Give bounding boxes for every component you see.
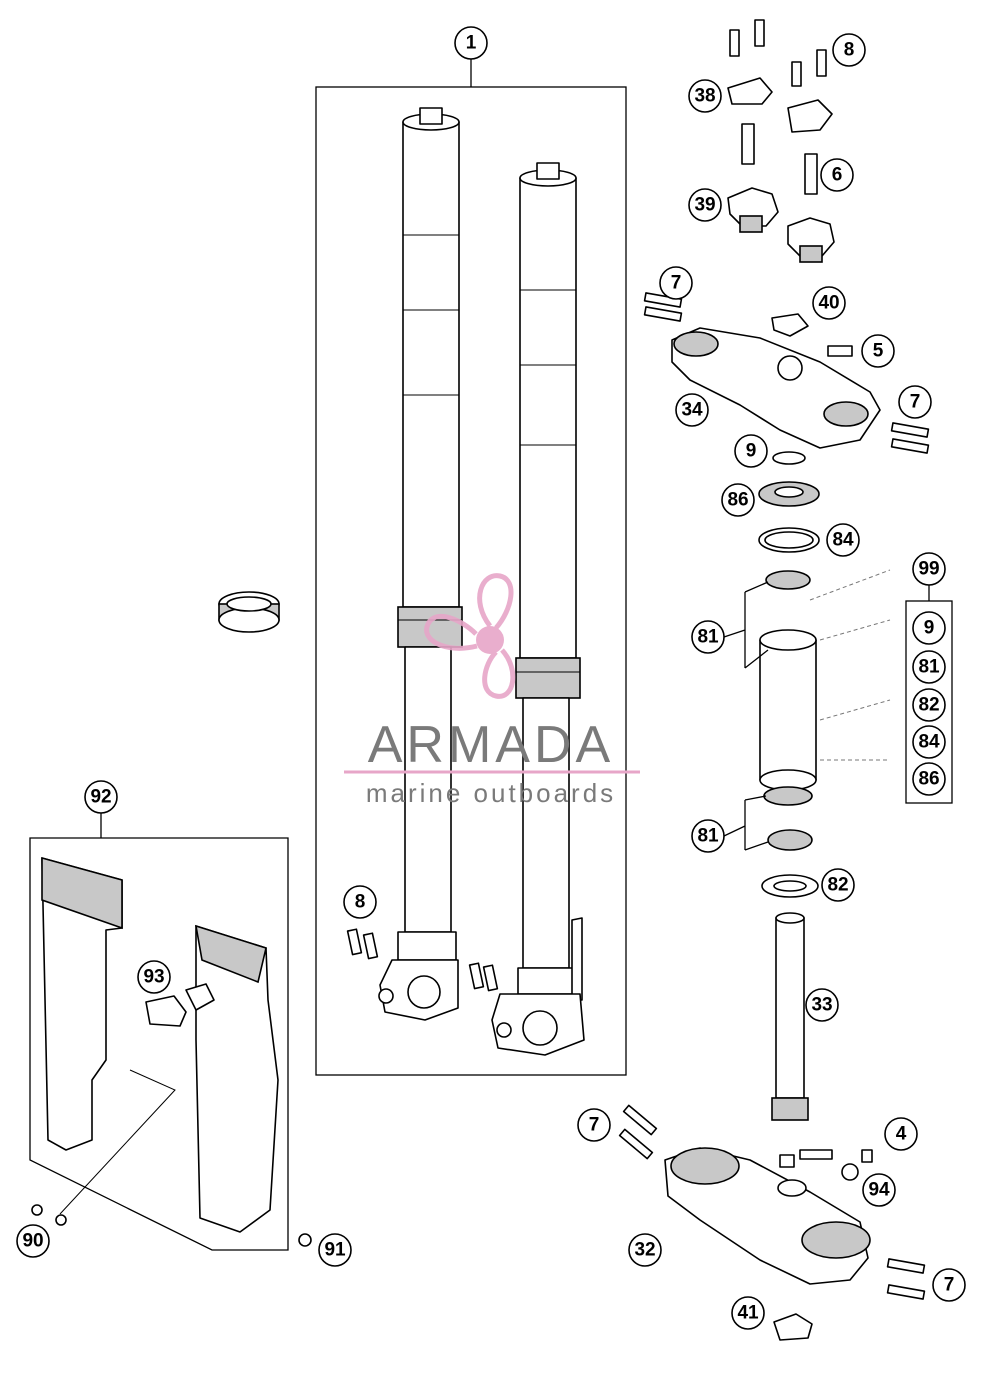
svg-text:86: 86 [727, 490, 748, 511]
callout-93: 93 [137, 960, 171, 994]
svg-text:7: 7 [910, 392, 921, 413]
callout-94: 94 [862, 1173, 896, 1207]
svg-text:82: 82 [918, 695, 939, 716]
fork-assembly-frame [315, 58, 627, 1076]
bearing-seal-stack [758, 451, 820, 553]
fork-seal-ring [218, 591, 280, 633]
handlebar-clamp-parts [727, 19, 835, 263]
svg-text:94: 94 [868, 1180, 890, 1201]
callout-99: 99 [912, 552, 946, 586]
callout-8-lower: 8 [343, 885, 377, 919]
svg-text:99: 99 [918, 559, 939, 580]
callout-39: 39 [688, 188, 722, 222]
callout-91: 91 [318, 1233, 352, 1267]
svg-text:92: 92 [90, 787, 111, 808]
svg-text:41: 41 [737, 1303, 759, 1324]
kit-99-box [905, 584, 953, 804]
propeller-logo [424, 573, 516, 699]
callout-41: 41 [731, 1296, 765, 1330]
clamp-bolts-lower [346, 928, 499, 992]
svg-text:8: 8 [355, 892, 366, 913]
svg-text:82: 82 [827, 875, 848, 896]
svg-text:7: 7 [944, 1275, 955, 1296]
svg-text:1: 1 [466, 33, 477, 54]
svg-text:81: 81 [918, 657, 940, 678]
svg-text:7: 7 [671, 273, 682, 294]
svg-text:5: 5 [873, 341, 884, 362]
callout-7-upper-left: 7 [659, 266, 693, 300]
watermark-title: ARMADA [368, 716, 614, 774]
callout-4: 4 [884, 1117, 918, 1151]
svg-text:38: 38 [694, 86, 715, 107]
callout-82: 82 [821, 868, 855, 902]
callout-7-lower-left: 7 [577, 1108, 611, 1142]
svg-text:81: 81 [697, 627, 719, 648]
callout-84: 84 [826, 523, 860, 557]
kit-99-item-84: 84 [912, 725, 946, 759]
callout-81-upper: 81 [691, 620, 725, 654]
callout-92: 92 [84, 780, 118, 814]
svg-text:9: 9 [924, 618, 935, 639]
bearing-81-leaders [723, 581, 769, 851]
svg-text:32: 32 [634, 1240, 655, 1261]
svg-text:8: 8 [844, 40, 855, 61]
callout-6: 6 [820, 158, 854, 192]
steering-stem [771, 912, 809, 1121]
svg-text:39: 39 [694, 195, 715, 216]
svg-text:93: 93 [143, 967, 164, 988]
svg-text:40: 40 [818, 293, 839, 314]
callout-86: 86 [721, 483, 755, 517]
kit-99-item-86: 86 [912, 762, 946, 796]
svg-text:86: 86 [918, 769, 939, 790]
fork-leg-left [378, 107, 463, 1021]
upper-triple-clamp [643, 292, 930, 454]
svg-text:91: 91 [324, 1240, 346, 1261]
svg-text:84: 84 [918, 732, 940, 753]
callout-7-lower-right: 7 [932, 1268, 966, 1302]
callout-81-lower: 81 [691, 819, 725, 853]
watermark: ARMADA marine outboards [344, 573, 640, 808]
callout-33: 33 [805, 988, 839, 1022]
svg-text:4: 4 [896, 1124, 907, 1145]
kit-99-item-9: 9 [912, 611, 946, 645]
watermark-subtitle: marine outboards [366, 778, 616, 808]
callout-9: 9 [734, 434, 768, 468]
callout-38: 38 [688, 79, 722, 113]
callout-8-top: 8 [832, 33, 866, 67]
svg-text:33: 33 [811, 995, 832, 1016]
callout-5: 5 [861, 334, 895, 368]
kit-99-item-81: 81 [912, 650, 946, 684]
svg-text:81: 81 [697, 826, 719, 847]
steering-head [759, 569, 891, 898]
svg-text:84: 84 [832, 530, 854, 551]
svg-text:9: 9 [746, 441, 757, 462]
callout-40: 40 [812, 286, 846, 320]
callout-90: 90 [16, 1224, 50, 1258]
svg-text:34: 34 [681, 400, 703, 421]
fork-leg-right [491, 162, 585, 1056]
svg-text:6: 6 [832, 165, 843, 186]
fork-guard-assembly [29, 812, 312, 1251]
kit-99-item-82: 82 [912, 688, 946, 722]
callout-7-upper-right: 7 [898, 385, 932, 419]
svg-text:90: 90 [22, 1231, 43, 1252]
svg-text:7: 7 [589, 1115, 600, 1136]
callout-34: 34 [675, 393, 709, 427]
callout-1: 1 [454, 26, 488, 60]
lower-triple-clamp [618, 1104, 926, 1341]
callout-32: 32 [628, 1233, 662, 1267]
